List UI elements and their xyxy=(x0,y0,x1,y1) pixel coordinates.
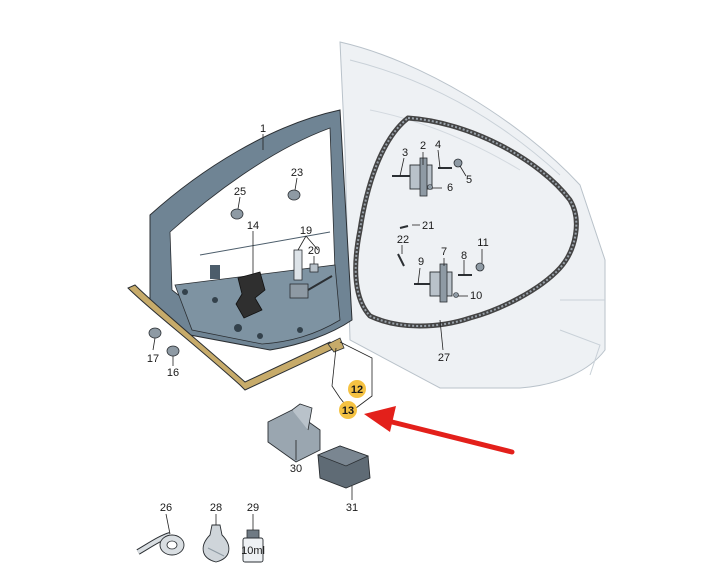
body-shell xyxy=(339,41,606,389)
callout-12-badge xyxy=(348,380,366,398)
grease-bag-icon xyxy=(202,524,230,563)
upper-hinge xyxy=(392,157,463,197)
callout-28: 28 xyxy=(210,502,222,514)
callout-8: 8 xyxy=(461,250,467,262)
callout-1: 1 xyxy=(260,123,266,135)
callout-23: 23 xyxy=(291,167,303,179)
callout-27: 27 xyxy=(438,352,450,364)
callout-12: 12 xyxy=(351,384,363,396)
bottle-label: 10ml xyxy=(241,545,265,557)
grommet-25 xyxy=(230,208,244,220)
callout-20: 20 xyxy=(308,245,320,257)
bottle-icon: 10ml xyxy=(241,529,265,563)
callout-11: 11 xyxy=(477,237,488,249)
red-arrow-icon xyxy=(364,406,515,455)
leader-lines xyxy=(152,134,483,535)
callout-6: 6 xyxy=(447,182,453,194)
callout-7: 7 xyxy=(441,246,447,258)
clip-12 xyxy=(327,337,345,353)
grommet-16 xyxy=(166,345,180,357)
callout-31: 31 xyxy=(346,502,358,514)
bolt-22 xyxy=(397,253,405,267)
callout-13-badge xyxy=(339,401,357,419)
callout-19: 19 xyxy=(300,225,312,237)
foam-pad xyxy=(235,271,266,319)
callout-21: 21 xyxy=(422,220,434,232)
callout-labels: 1 2 3 4 5 6 7 8 9 10 11 12 13 14 16 17 1… xyxy=(147,123,489,514)
callout-3: 3 xyxy=(402,147,408,159)
callout-14: 14 xyxy=(247,220,259,232)
callout-13: 13 xyxy=(342,405,354,417)
callout-26: 26 xyxy=(160,502,172,514)
callout-22: 22 xyxy=(397,234,409,246)
callout-9: 9 xyxy=(418,256,424,268)
part-30 xyxy=(267,403,321,463)
grommet-17 xyxy=(148,327,162,339)
callout-29: 29 xyxy=(247,502,259,514)
part-31 xyxy=(316,445,371,489)
callout-16: 16 xyxy=(167,367,179,379)
callout-10: 10 xyxy=(470,290,482,302)
callout-5: 5 xyxy=(466,174,472,186)
lower-hinge xyxy=(414,262,485,303)
tape-roll-icon xyxy=(136,532,185,556)
bolt-21 xyxy=(399,225,409,229)
callout-30: 30 xyxy=(290,463,302,475)
grommet-23 xyxy=(287,189,301,201)
callout-25: 25 xyxy=(234,186,246,198)
callout-4: 4 xyxy=(435,139,441,151)
callout-17: 17 xyxy=(147,353,159,365)
callout-2: 2 xyxy=(420,140,426,152)
